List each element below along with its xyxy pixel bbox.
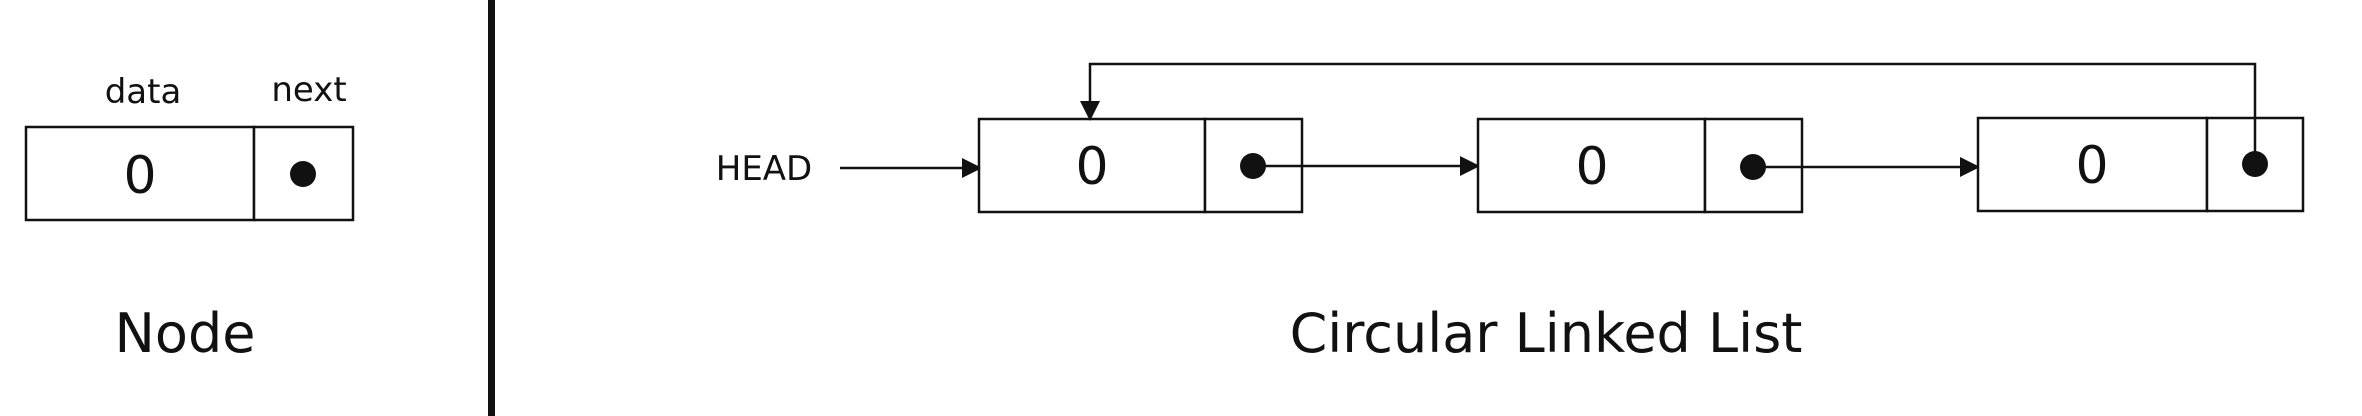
data-field-label: data xyxy=(105,72,182,112)
panel-divider xyxy=(488,0,495,416)
list-node-2: 0 xyxy=(1476,117,1804,214)
circular-return-arrow xyxy=(1080,62,2257,164)
list-node-3-value: 0 xyxy=(2075,136,2108,196)
next-field-label: next xyxy=(271,70,346,110)
circular-linked-list: HEAD 0 0 0 Circular Linked List xyxy=(716,62,2305,365)
node-data-value: 0 xyxy=(123,146,156,206)
node-data-cell xyxy=(24,125,256,222)
list-node-2-data-cell xyxy=(1476,117,1707,214)
head-label: HEAD xyxy=(716,149,813,189)
node-legend: data next 0 Node xyxy=(24,70,355,365)
list-node-2-value: 0 xyxy=(1575,137,1608,197)
node-title: Node xyxy=(115,302,256,365)
list-node-1-value: 0 xyxy=(1075,137,1108,197)
list-title: Circular Linked List xyxy=(1290,302,1803,365)
node-next-pointer-dot xyxy=(290,161,316,187)
